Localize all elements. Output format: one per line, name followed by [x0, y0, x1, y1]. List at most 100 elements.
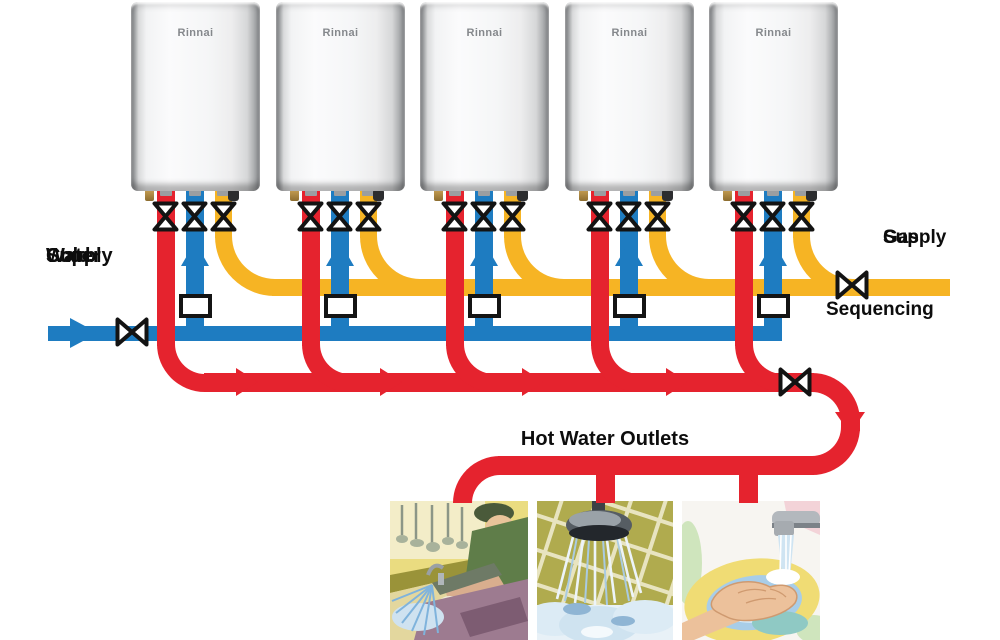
hot-water-pipe-corner [591, 344, 639, 392]
heater-brand-label: Rinnai [322, 27, 359, 39]
tankless-water-heater: Rinnai [565, 2, 694, 191]
cold-water-flow-arrow-icon [759, 242, 787, 266]
pipe-fitting [217, 190, 229, 196]
cold-isolation-valve-icon [759, 201, 786, 232]
relief-valve-fitting [579, 189, 588, 201]
cold-label-line: Supply [46, 245, 113, 267]
hot-water-pipe-corner [302, 344, 350, 392]
relief-valve-fitting [723, 189, 732, 201]
hot-water-flow-arrow-icon [380, 368, 402, 396]
sequencing-label: Sequencing [826, 299, 934, 320]
tankless-water-heater: Rinnai [709, 2, 838, 191]
hot-water-pipe-corner [157, 344, 205, 392]
flow-sensor [179, 294, 212, 318]
flow-sensor [757, 294, 790, 318]
water-heater-unit: Rinnai [709, 0, 853, 640]
hot-water-pipe-corner [735, 344, 783, 392]
water-heater-unit: Rinnai [565, 0, 709, 640]
hand-washing-illustration [682, 501, 820, 640]
hot-isolation-valve-icon [586, 201, 613, 232]
hot-water-manifold-pipe [204, 373, 814, 392]
cold-supply-shutoff-valve-icon [115, 317, 149, 347]
flow-sensor [324, 294, 357, 318]
gas-label-line: Supply [883, 227, 947, 248]
cold-isolation-valve-icon [615, 201, 642, 232]
pipe-fitting [767, 190, 779, 196]
gas-isolation-valve-icon [644, 201, 671, 232]
flow-sensor [468, 294, 501, 318]
hot-isolation-valve-icon [730, 201, 757, 232]
gas-pipe-corner [649, 236, 709, 296]
gas-connection-knob [373, 189, 384, 201]
hot-isolation-valve-icon [297, 201, 324, 232]
gas-isolation-valve-icon [499, 201, 526, 232]
hot-water-flow-arrow-icon [522, 368, 544, 396]
pipe-fitting [478, 190, 490, 196]
hot-water-outlets-label: Hot Water Outlets [520, 428, 690, 450]
cold-water-flow-arrow-icon [326, 242, 354, 266]
cold-water-flow-arrow-icon [181, 242, 209, 266]
cold-label-line: Water [46, 245, 101, 267]
hot-water-branch-pipe [739, 465, 758, 503]
hand-washing-photo [682, 501, 820, 640]
hot-water-flow-arrow-icon [666, 368, 688, 396]
hot-water-flow-arrow-icon [835, 412, 865, 434]
gas-label-line: Gas [883, 227, 919, 248]
cold-isolation-valve-icon [181, 201, 208, 232]
relief-valve-fitting [290, 189, 299, 201]
kitchen-sink-illustration [390, 501, 528, 640]
cold-water-flow-arrow-icon [615, 242, 643, 266]
pipe-fitting [623, 190, 635, 196]
gas-pipe-corner [360, 236, 420, 296]
kitchen-sink-photo [390, 501, 528, 640]
tankless-water-heater: Rinnai [276, 2, 405, 191]
gas-supply-shutoff-valve-icon [835, 270, 869, 300]
pipe-fitting [160, 190, 172, 196]
pipe-fitting [334, 190, 346, 196]
pipe-fitting [506, 190, 518, 196]
pipe-fitting [651, 190, 663, 196]
cold-label-line: Cold [46, 245, 91, 267]
cold-water-flow-arrow-icon [70, 318, 98, 348]
gas-isolation-valve-icon [788, 201, 815, 232]
water-heater-unit: Rinnai [276, 0, 420, 640]
flow-sensor [613, 294, 646, 318]
gas-connection-knob [517, 189, 528, 201]
hot-isolation-valve-icon [152, 201, 179, 232]
hot-water-pipe-corner [446, 344, 494, 392]
pipe-fitting [594, 190, 606, 196]
gas-isolation-valve-icon [210, 201, 237, 232]
relief-valve-fitting [434, 189, 443, 201]
pipe-fitting [738, 190, 750, 196]
hot-water-flow-arrow-icon [236, 368, 258, 396]
gas-pipe-corner [215, 236, 275, 296]
heater-brand-label: Rinnai [466, 27, 503, 39]
pipe-fitting [305, 190, 317, 196]
relief-valve-fitting [145, 189, 154, 201]
pipe-fitting [449, 190, 461, 196]
shower-illustration [537, 501, 673, 640]
gas-isolation-valve-icon [355, 201, 382, 232]
gas-connection-knob [662, 189, 673, 201]
pipe-fitting [795, 190, 807, 196]
gas-connection-knob [806, 189, 817, 201]
water-heater-unit: Rinnai [420, 0, 564, 640]
gas-pipe-corner [504, 236, 564, 296]
hot-water-branch-pipe [596, 465, 615, 503]
cold-isolation-valve-icon [326, 201, 353, 232]
pipe-fitting [362, 190, 374, 196]
heater-brand-label: Rinnai [177, 27, 214, 39]
tankless-water-heater: Rinnai [420, 2, 549, 191]
cold-isolation-valve-icon [470, 201, 497, 232]
water-heater-unit: Rinnai [131, 0, 275, 640]
hot-water-shutoff-valve-icon [778, 367, 812, 397]
hot-isolation-valve-icon [441, 201, 468, 232]
heater-brand-label: Rinnai [611, 27, 648, 39]
tankless-water-heater: Rinnai [131, 2, 260, 191]
gas-connection-knob [228, 189, 239, 201]
shower-photo [537, 501, 673, 640]
cold-water-flow-arrow-icon [470, 242, 498, 266]
pipe-fitting [189, 190, 201, 196]
heater-brand-label: Rinnai [755, 27, 792, 39]
